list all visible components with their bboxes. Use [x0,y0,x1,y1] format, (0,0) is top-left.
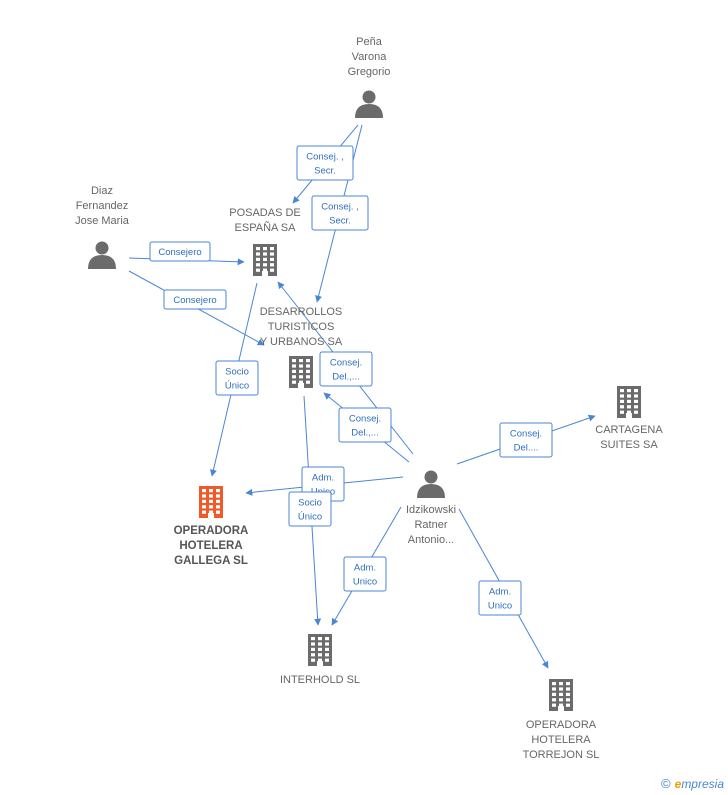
node-label: Varona [352,51,388,63]
node-label: TURISTICOS [268,321,335,333]
node-label: Diaz [91,185,113,197]
node-interhold[interactable]: INTERHOLD SL [280,634,360,686]
node-cartagena[interactable]: CARTAGENA SUITES SA [595,386,663,451]
edge-label-box [163,289,227,310]
node-label: TORREJON SL [523,749,600,761]
node-label: SUITES SA [600,439,658,451]
node-label: ESPAÑA SA [235,221,297,234]
edge-label-text: Secr. [314,166,336,177]
edge-label-box [499,422,553,458]
edge-label-diaz-to-posadas[interactable]: Consejero [149,241,211,262]
edge-label-text: Adm. [489,587,511,598]
node-label: DESARROLLOS [260,306,343,318]
edge-label-box [149,241,211,262]
node-label: POSADAS DE [229,207,301,219]
edge-label-pena-to-desarrollos[interactable]: Consej. , Secr. [311,195,369,231]
node-label: CARTAGENA [595,424,663,436]
brand-logo: empresia [674,776,724,791]
node-label: Y URBANOS SA [260,336,343,348]
edge-label-text: Adm. [354,563,376,574]
edge-label-box [338,407,392,443]
copyright-symbol: © [661,776,671,791]
edge-label-diaz-to-desarrollos[interactable]: Consejero [163,289,227,310]
edge-label-box [215,360,259,396]
edge-label-text: Consej. [349,414,381,425]
edge-label-text: Consej. [330,358,362,369]
edge-label-text: Consej. , [321,202,359,213]
edge-label-text: Consej. [510,429,542,440]
node-label: OPERADORA [174,525,249,537]
node-label: Idzikowski [406,504,456,516]
building-icon [617,386,641,418]
edge-label-text: Socio [225,367,249,378]
node-idzikowski[interactable]: IdzikowskiRatnerAntonio... [406,470,456,547]
edge-label-text: Adm. [312,473,334,484]
building-icon [199,486,223,518]
edge-label-text: Secr. [329,216,351,227]
person-icon [355,90,383,118]
node-operadora_torrejon[interactable]: OPERADORA HOTELERA TORREJON SL [523,679,600,761]
edge-label-text: Del.,... [351,428,378,439]
node-label: Peña [356,36,383,48]
building-icon [253,244,277,276]
node-desarrollos[interactable]: DESARROLLOS TURISTICOS Y URBANOS SA [260,306,343,388]
edge-label-pena-to-posadas[interactable]: Consej. , Secr. [296,145,354,181]
node-label: Fernandez [76,200,129,212]
edge-label-box [319,351,373,387]
edge-label-idzikowski-to-interhold[interactable]: Adm. Unico [343,556,387,592]
node-posadas[interactable]: POSADAS DE ESPAÑA SA [229,207,301,276]
edge-label-text: Socio [298,498,322,509]
edge-label-idzikowski-to-posadas[interactable]: Consej. Del.,... [319,351,373,387]
building-icon [308,634,332,666]
edge-label-box [478,580,522,616]
node-label: Ratner [414,519,447,531]
edge-labels-layer: Consej. ,Secr.Consej. ,Secr.ConsejeroCon… [149,145,553,616]
node-label: GALLEGA SL [174,555,248,567]
building-icon [289,356,313,388]
node-label: Gregorio [348,66,391,78]
edge-label-text: Consejero [158,247,201,258]
node-operadora_gallega[interactable]: OPERADORA HOTELERA GALLEGA SL [174,486,249,567]
edge-label-text: Del.,... [332,372,359,383]
edge-label-box [288,491,332,527]
edge-label-idzikowski-to-operadora_torrejon[interactable]: Adm. Unico [478,580,522,616]
edge-label-box [296,145,354,181]
footer-brand[interactable]: © empresia [661,776,724,791]
edge-label-text: Consejero [173,295,216,306]
edge-label-idzikowski-to-desarrollos[interactable]: Consej. Del.,... [338,407,392,443]
person-icon [88,241,116,269]
node-label: HOTELERA [179,540,242,552]
node-label: HOTELERA [531,734,591,746]
node-label: Antonio... [408,534,454,546]
edge-label-text: Unico [488,601,512,612]
edge-label-idzikowski-to-cartagena[interactable]: Consej. Del.... [499,422,553,458]
node-label: OPERADORA [526,719,597,731]
edge-label-box [343,556,387,592]
edge-label-text: Del.... [514,443,539,454]
building-icon [549,679,573,711]
node-label: Jose Maria [75,215,130,227]
edge-label-text: Consej. , [306,152,344,163]
person-icon [417,470,445,498]
edge-label-text: Único [225,381,249,392]
node-label: INTERHOLD SL [280,674,360,686]
edge-label-text: Único [298,512,322,523]
edge-label-text: Unico [353,577,377,588]
edge-label-box [311,195,369,231]
